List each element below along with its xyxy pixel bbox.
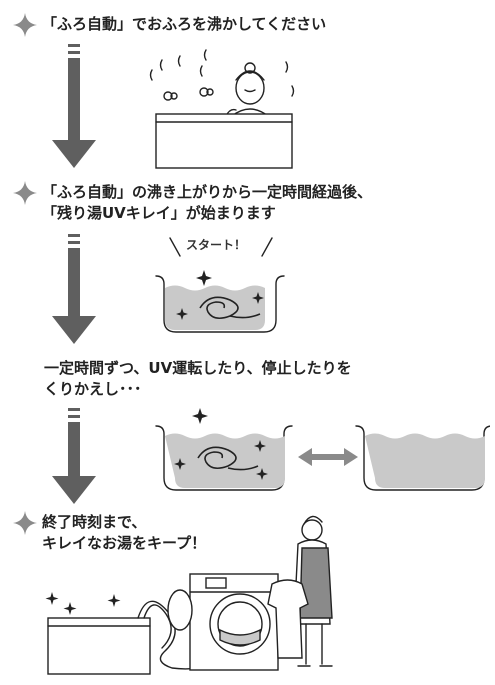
step-2-line-1: 「ふろ自動」の沸き上がりから一定時間経過後、 — [42, 183, 373, 201]
step-3: 一定時間ずつ、UV運転したり、停止したりを くりかえし･･･ — [12, 356, 482, 402]
washing-machine-illustration — [45, 515, 333, 675]
step-1: 「ふろ自動」でおふろを沸かしてください — [12, 12, 482, 38]
step-star-icon — [13, 13, 37, 37]
bathtub-person-illustration — [149, 49, 295, 169]
step-2-text: 「ふろ自動」の沸き上がりから一定時間経過後、 「残り湯UVキレイ」が始まります — [42, 182, 372, 224]
step-star-icon — [13, 511, 37, 535]
start-label: スタート！ — [186, 238, 247, 252]
step-2: 「ふろ自動」の沸き上がりから一定時間経過後、 「残り湯UVキレイ」が始まります — [12, 180, 482, 226]
step-2-line-2: 「残り湯UVキレイ」が始まります — [42, 204, 276, 222]
uv-start-tub-illustration — [155, 237, 285, 333]
step-4-line-2: キレイなお湯をキープ！ — [42, 534, 207, 552]
step-3-text: 一定時間ずつ、UV運転したり、停止したりを くりかえし･･･ — [44, 358, 352, 400]
step-4-text: 終了時刻まで、 キレイなお湯をキープ！ — [42, 512, 206, 554]
step-1-line-1: 「ふろ自動」でおふろを沸かしてください — [42, 15, 327, 33]
step-3-line-2: くりかえし･･･ — [44, 380, 142, 398]
step-star-icon — [13, 181, 37, 205]
down-arrow-3 — [52, 408, 96, 504]
down-arrow-1 — [52, 44, 96, 168]
step-1-text: 「ふろ自動」でおふろを沸かしてください — [42, 14, 326, 35]
down-arrow-2 — [52, 234, 96, 344]
uv-cycle-illustration — [155, 408, 490, 491]
step-4: 終了時刻まで、 キレイなお湯をキープ！ — [12, 510, 482, 556]
step-3-line-1: 一定時間ずつ、UV運転したり、停止したりを — [44, 359, 352, 377]
step-4-line-1: 終了時刻まで、 — [42, 513, 147, 531]
